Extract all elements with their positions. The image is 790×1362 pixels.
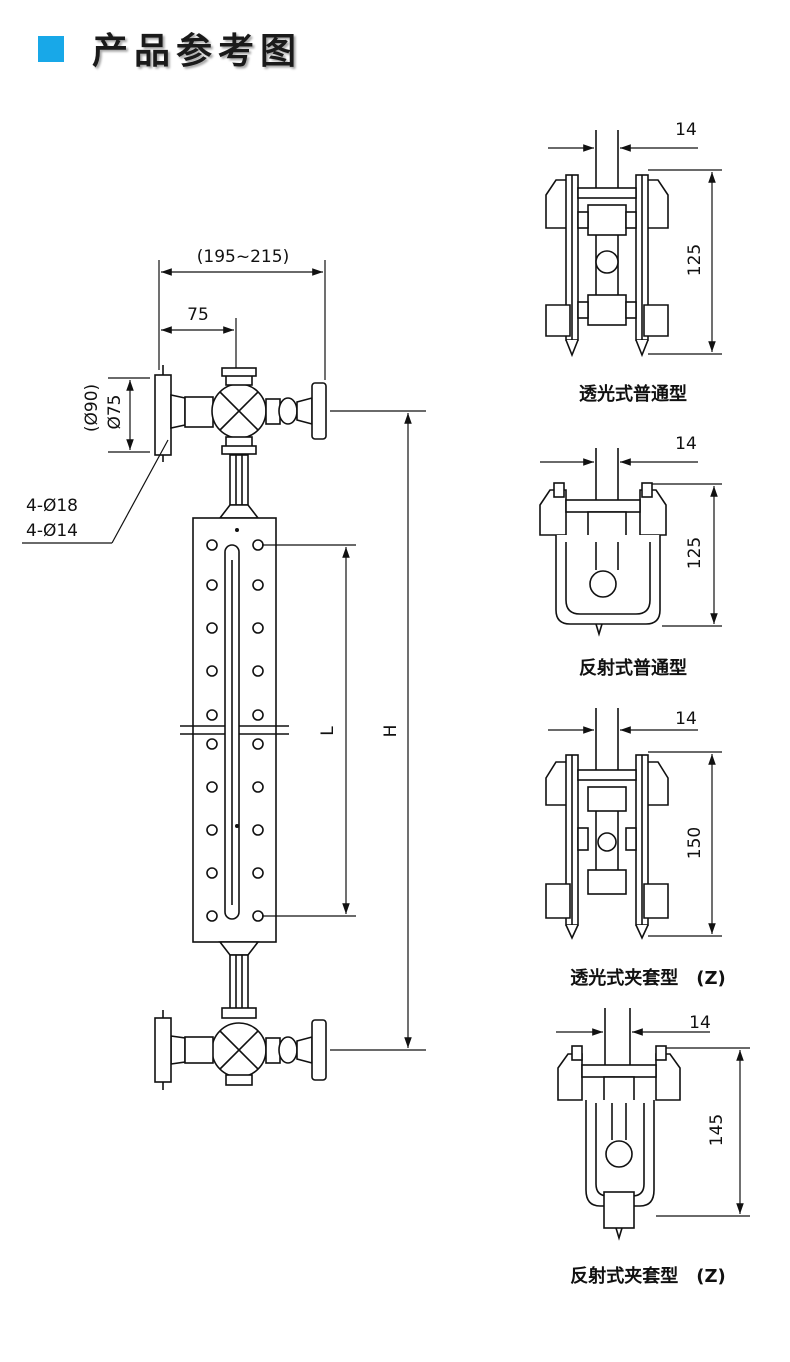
variant3-height-dim: 150 xyxy=(685,827,705,859)
dim-flange-inner: Ø75 xyxy=(105,394,125,429)
variant2-width-dim: 14 xyxy=(675,434,697,454)
bottom-valve xyxy=(154,941,327,1090)
bolt-holes-label-2: 4-Ø14 xyxy=(26,521,78,541)
page-header: 产品参考图 xyxy=(0,0,790,80)
variant-transmission-jacketed: 14 150 透光式夹套型 (Z) xyxy=(545,708,726,989)
top-valve xyxy=(154,365,327,519)
label-center-height: H xyxy=(381,725,401,738)
variant1-height-dim: 125 xyxy=(685,244,705,276)
variant4-caption: 反射式夹套型 (Z) xyxy=(570,1265,726,1287)
variant3-width-dim: 14 xyxy=(675,709,697,729)
variant-transmission-standard: 14 125 透光式普通型 xyxy=(545,120,722,405)
variant2-caption: 反射式普通型 xyxy=(579,657,687,679)
bolt-holes-label-1: 4-Ø18 xyxy=(26,496,78,516)
variant4-width-dim: 14 xyxy=(689,1013,711,1033)
dim-center-span: (195~215) xyxy=(197,247,289,267)
variant1-width-dim: 14 xyxy=(675,120,697,140)
dim-flange-outer: (Ø90) xyxy=(82,384,102,432)
gauge-body xyxy=(180,517,289,943)
variant-reflection-standard: 14 125 反射式普通型 xyxy=(539,434,722,679)
variant3-caption: 透光式夹套型 (Z) xyxy=(570,967,726,989)
header-accent-square xyxy=(38,36,64,62)
variant-reflection-jacketed: 14 145 反射式夹套型 (Z) xyxy=(556,1008,750,1287)
page-title: 产品参考图 xyxy=(92,31,303,72)
variant4-height-dim: 145 xyxy=(707,1114,727,1146)
variant2-height-dim: 125 xyxy=(685,537,705,569)
variant1-caption: 透光式普通型 xyxy=(579,383,687,405)
main-dimensions xyxy=(22,260,426,1051)
dim-offset: 75 xyxy=(187,305,209,325)
main-gauge: (195~215) 75 (Ø90) Ø75 4-Ø18 4-Ø14 L H xyxy=(22,247,426,1090)
label-visible-length: L xyxy=(318,726,338,736)
